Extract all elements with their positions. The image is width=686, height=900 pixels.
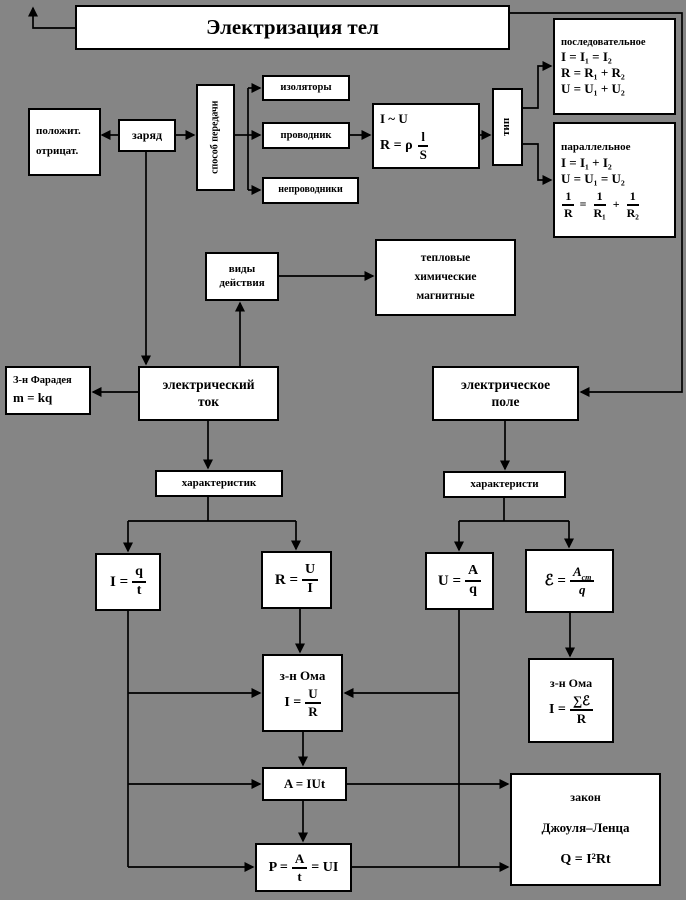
positive-label: положит.: [36, 125, 81, 138]
connection-type-box: тип: [492, 88, 523, 166]
series-line3: U = U₁ + U₂: [561, 81, 625, 97]
parallel-title: параллельное: [561, 140, 631, 153]
electric-field-line1: электрическое: [460, 376, 551, 392]
faraday-law-box: З-н Фарадея m = kq: [5, 366, 91, 415]
electric-current-line1: электрический: [162, 376, 255, 392]
plus-sign: +: [612, 197, 620, 212]
conductor-box: проводник: [262, 122, 350, 149]
ohm-law-title: з-н Ома: [279, 667, 326, 683]
charge-label: заряд: [131, 128, 163, 142]
charge-sign-box: положит. отрицат.: [28, 108, 101, 176]
joule-law-formula: Q = I²Rt: [560, 852, 611, 868]
insulators-box: изоляторы: [262, 75, 350, 101]
work-formula: A = IUt: [283, 775, 326, 791]
action-kinds-box: виды действия: [205, 252, 279, 301]
power-formula-lhs: P =: [268, 859, 288, 875]
action-types-box: тепловые химические магнитные: [375, 239, 516, 316]
conductor-label: проводник: [280, 129, 332, 141]
thermal-label: тепловые: [420, 252, 471, 265]
series-connection-box: последовательное I = I₁ = I₂ R = R₁ + R₂…: [553, 18, 676, 115]
joule-law-word: закон: [570, 790, 601, 805]
ohm-full-lhs: I =: [548, 701, 566, 717]
electric-field-box: электрическое поле: [432, 366, 579, 421]
resistivity-lhs: R = ρ: [380, 137, 413, 153]
series-line1: I = I₁ = I₂: [561, 48, 612, 64]
insulators-label: изоляторы: [280, 82, 332, 94]
emf-formula-lhs: ℰ =: [544, 572, 566, 589]
ohm-law-lhs: I =: [284, 694, 302, 710]
resistance-formula-lhs: R =: [274, 571, 298, 588]
current-formula-lhs: I =: [110, 573, 129, 590]
iu-proportional-label: I ~ U: [380, 110, 408, 126]
wire-title-topleft: [27, 6, 75, 29]
emf-formula: ℰ = Aст q: [545, 565, 595, 596]
ohm-full-title: з-н Ома: [549, 675, 593, 690]
work-formula-box: A = IUt: [262, 767, 347, 801]
magnetic-label: магнитные: [416, 289, 475, 302]
wire-title-field: [510, 12, 683, 398]
emf-formula-box: ℰ = Aст q: [525, 549, 614, 613]
electric-current-box: электрический ток: [138, 366, 279, 421]
frac-ast-over-q: Aст q: [569, 564, 595, 596]
parallel-line1: I = I₁ + I₂: [561, 154, 612, 170]
nonconductors-box: непроводники: [262, 177, 359, 204]
title-box: Электризация тел: [75, 5, 510, 50]
current-characteristics-label: характеристик: [181, 476, 257, 489]
parallel-line2: U = U₁ = U₂: [561, 170, 625, 186]
joule-law-name: Джоуля–Ленца: [541, 820, 630, 836]
title-text: Электризация тел: [206, 15, 379, 40]
current-characteristics-box: характеристик: [155, 470, 283, 497]
connection-type-label: тип: [500, 117, 513, 137]
field-characteristics-label: характеристи: [470, 477, 539, 490]
negative-label: отрицат.: [36, 145, 79, 157]
series-line2: R = R₁ + R₂: [561, 64, 625, 80]
faraday-formula: m = kq: [13, 390, 53, 406]
series-title: последовательное: [561, 36, 646, 48]
transfer-method-label: способ передачи: [209, 100, 221, 175]
charge-box: заряд: [118, 119, 176, 152]
voltage-formula-lhs: U =: [437, 572, 461, 589]
emf-work-subscript: ст: [581, 573, 592, 583]
chemical-label: химические: [414, 271, 477, 284]
action-kinds-line2: действия: [219, 276, 265, 289]
emf-work-symbol: A: [572, 564, 582, 580]
joule-lenz-law-box: закон Джоуля–Ленца Q = I²Rt: [510, 773, 661, 886]
nonconductors-label: непроводники: [278, 184, 343, 196]
power-formula-rhs: = UI: [311, 859, 339, 875]
faraday-title: З-н Фарадея: [13, 375, 72, 387]
transfer-method-box: способ передачи: [196, 84, 235, 191]
electric-field-line2: поле: [491, 393, 520, 409]
field-characteristics-box: характеристи: [443, 471, 566, 498]
electric-current-line2: ток: [198, 393, 219, 409]
action-kinds-line1: виды: [228, 262, 256, 275]
equals-sign: =: [579, 197, 587, 212]
